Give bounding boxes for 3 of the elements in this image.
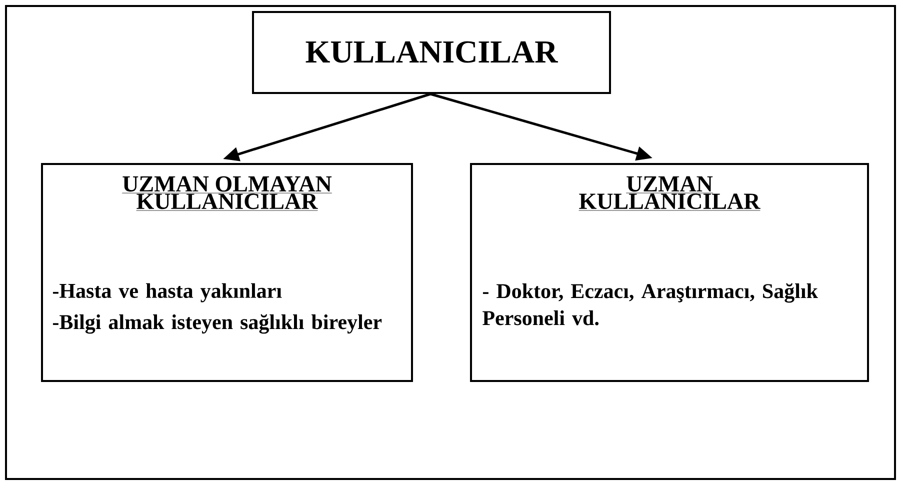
title-box: KULLANICILAR (252, 11, 611, 94)
category-box: UZMAN OLMAYAN KULLANICILAR -Hasta ve hasta yakınları -Bilgi almak isteyen sağlıklı bireyler (41, 163, 413, 382)
category-box: UZMAN KULLANICILAR - Doktor, Eczacı, Araştırmacı, Sağlık Personeli vd. (470, 163, 869, 382)
